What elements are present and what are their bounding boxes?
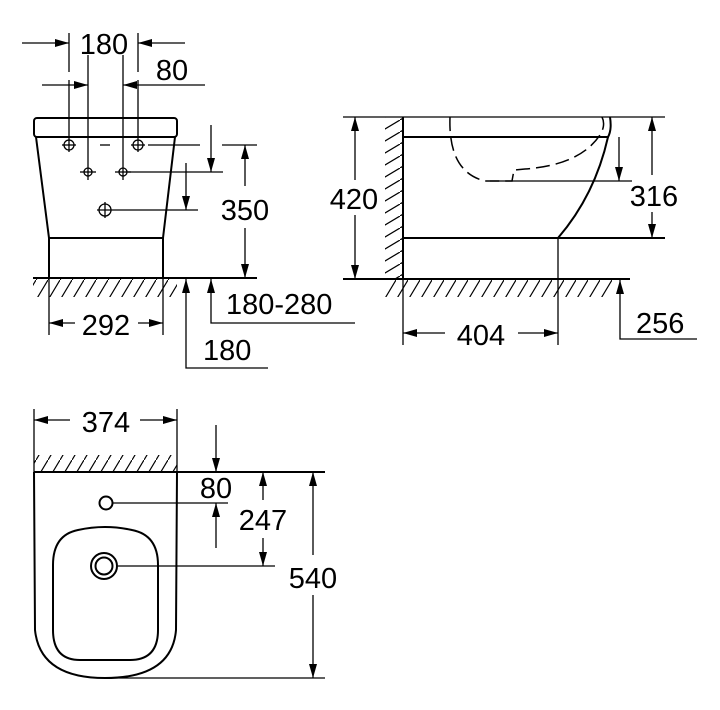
front-view: 180 80 350 292 180-280 [22,29,355,369]
dim-label: 316 [630,181,678,213]
dim-label: 256 [636,308,684,340]
dim-180-height: 180 [182,279,268,369]
side-view: 420 316 404 256 [330,116,697,352]
dim-label: 404 [457,320,505,352]
dim-label: 247 [239,505,287,537]
drain-outer [90,552,118,580]
dim-256: 256 [616,280,697,340]
bowl-hidden-outline [449,116,605,182]
dim-label: 350 [221,195,269,227]
dim-label: 180-280 [226,289,332,321]
rim [403,116,612,138]
wall-hatch [34,455,177,472]
floor-hatch [385,280,612,297]
dim-label: 540 [289,563,337,595]
rim [33,117,178,138]
tap-hole [98,495,114,511]
plan-view: 374 80 247 540 [33,407,337,680]
basin [52,526,159,661]
floor-hatch [33,279,177,297]
dim-404-depth: 404 [402,279,558,352]
dim-374-width: 374 [34,407,177,439]
dim-label: 420 [330,184,378,216]
dim-label: 80 [200,473,232,505]
dim-180-280: 180-280 [207,279,355,324]
dim-label: 374 [82,407,130,439]
dim-label: 80 [156,55,188,87]
connection-holes [62,55,198,218]
dim-247: 247 [118,472,287,567]
dim-316: 316 [490,117,678,238]
bowl-profile [557,136,609,239]
dim-80: 80 [113,425,232,548]
drain-inner [94,556,114,576]
dim-label: 292 [82,310,130,342]
dim-180-spacing: 180 [22,29,185,72]
pedestal [48,237,164,279]
dim-292-width: 292 [48,278,164,342]
dim-420-height: 420 [330,117,378,279]
wall-hatch [385,117,403,279]
bowl-body [35,136,176,239]
dim-label: 180 [80,29,128,61]
dim-80-spacing: 80 [42,55,205,89]
dim-350-height: 350 [221,145,269,278]
dim-540-length: 540 [289,472,337,678]
dim-label: 180 [203,335,251,367]
